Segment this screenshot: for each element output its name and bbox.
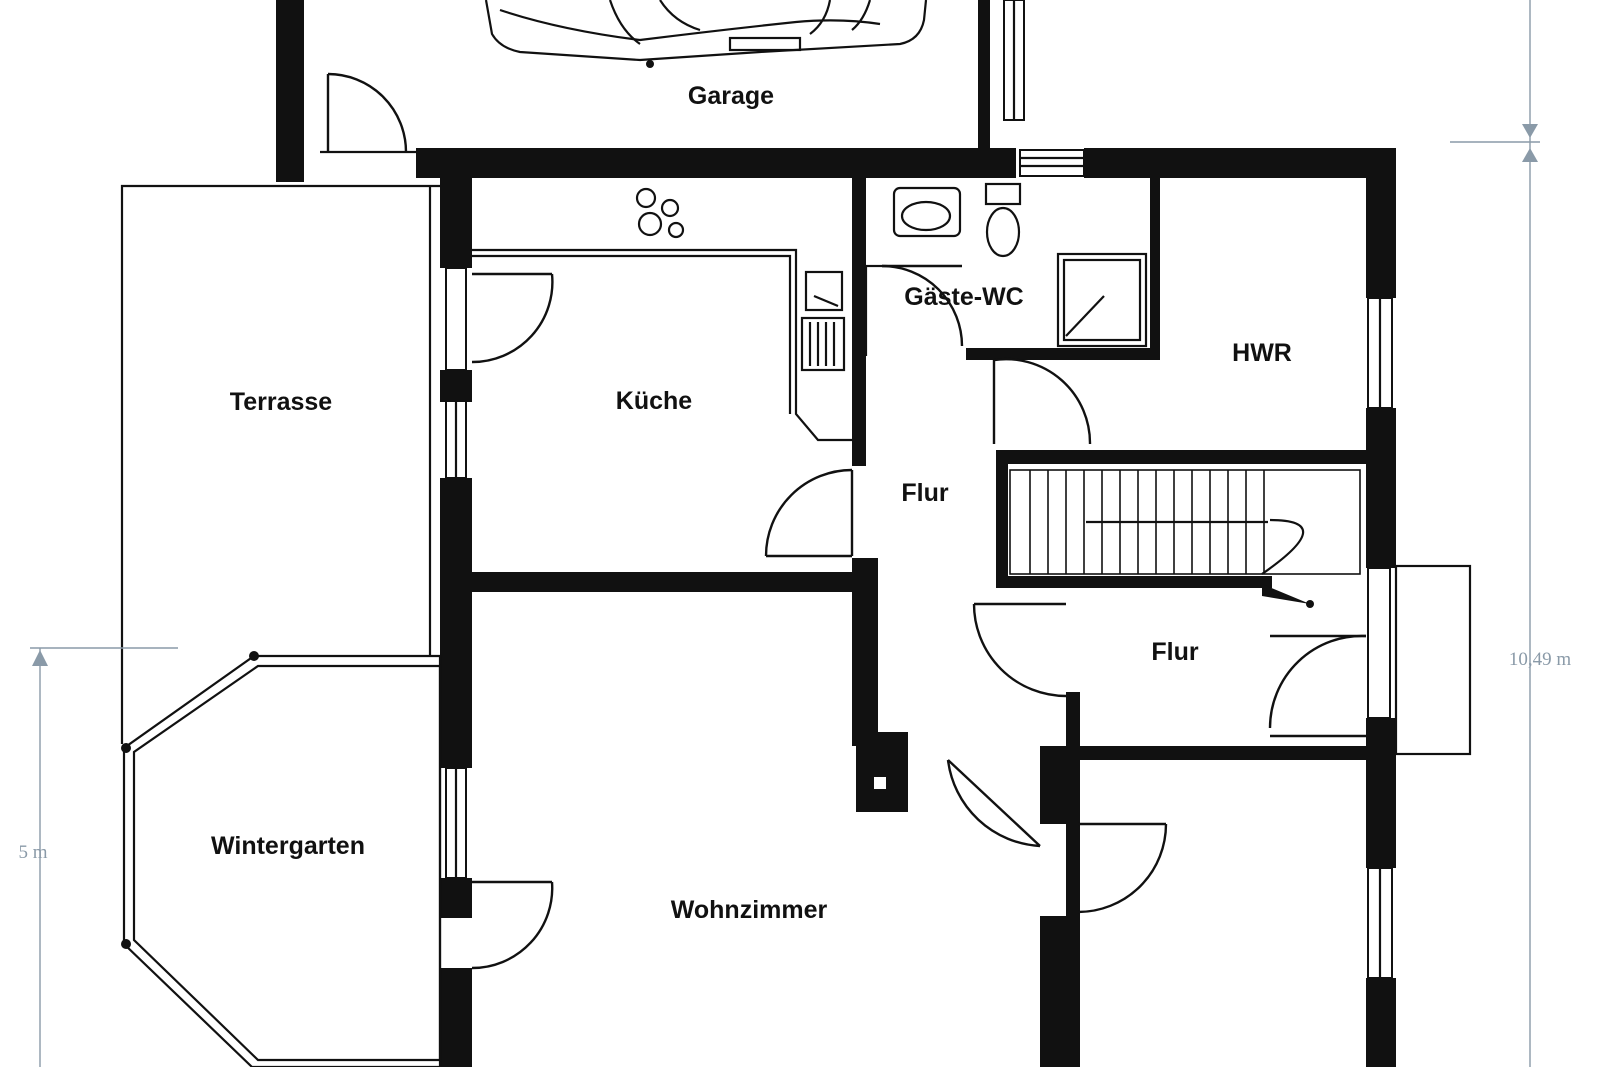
- stove-burner: [635, 187, 657, 209]
- label-gaeste-wc: Gäste-WC: [904, 283, 1023, 311]
- door-living: [946, 759, 1041, 848]
- kitchen-drainboard: [800, 316, 846, 372]
- garage-wall-left: [276, 0, 304, 182]
- label-flur-lower: Flur: [1151, 638, 1198, 666]
- door-hwr: [993, 357, 1092, 445]
- door-wintergarten: [471, 881, 554, 970]
- house-wall-left-3: [440, 478, 472, 768]
- label-flur-upper: Flur: [901, 479, 948, 507]
- house-wall-left-5: [440, 968, 472, 1067]
- wc-window: [1019, 149, 1085, 177]
- garage-wall-right: [978, 0, 990, 150]
- kitchen-sink: [804, 270, 844, 312]
- kitchen-counter: [472, 248, 852, 442]
- house-wall-right-3: [1366, 718, 1396, 868]
- terrace-outline: [120, 184, 440, 744]
- windows: [445, 0, 1393, 979]
- door-flur: [972, 603, 1067, 698]
- door-terrace: [471, 273, 554, 364]
- label-hwr: HWR: [1232, 339, 1292, 367]
- wall-wc-right: [1150, 178, 1160, 360]
- house-wall-left-2: [440, 370, 472, 402]
- wc-shower: [1056, 252, 1148, 348]
- label-garage: Garage: [688, 82, 774, 110]
- outlines: [120, 182, 1472, 1067]
- wall-room-right-left: [1066, 692, 1080, 1067]
- label-kueche: Küche: [616, 387, 693, 415]
- house-wall-top: [416, 148, 1016, 178]
- wc-toilet-tank: [984, 182, 1022, 206]
- car-icon: [484, 0, 928, 68]
- walls: [276, 0, 1396, 1067]
- house-wall-right-1: [1366, 148, 1396, 298]
- label-wohnzimmer: Wohnzimmer: [671, 896, 828, 924]
- house-wall-right-2: [1366, 408, 1396, 568]
- wall-stair-left: [996, 450, 1008, 582]
- door-garage: [327, 72, 408, 153]
- wall-room-right-lower: [1040, 916, 1066, 1067]
- wall-room-right-stub: [1040, 746, 1066, 824]
- staircase: [1009, 469, 1361, 608]
- wall-corridor-left-lower: [852, 558, 878, 746]
- wall-corridor-left-upper: [852, 178, 866, 466]
- house-wall-left-1: [440, 148, 472, 268]
- door-wc: [881, 264, 964, 347]
- door-kitchen: [764, 468, 853, 557]
- dimension-width-label: 10,49 m: [1509, 649, 1572, 670]
- wc-toilet: [985, 206, 1021, 258]
- label-wintergarten: Wintergarten: [211, 832, 365, 860]
- dimension-left-label: 5 m: [18, 842, 47, 863]
- wc-washbasin: [892, 186, 962, 238]
- label-terrasse: Terrasse: [230, 388, 332, 416]
- door-entrance: [1268, 634, 1367, 729]
- room-labels: Garage Terrasse Küche Gäste-WC HWR Flur …: [18, 82, 1571, 924]
- wall-wc-bottom: [966, 348, 1160, 360]
- entrance-porch: [1394, 564, 1472, 756]
- wall-stair-top: [996, 450, 1368, 464]
- entrance-frame: [1367, 567, 1391, 719]
- chimney-flue: [872, 775, 888, 791]
- house-wall-right-4: [1366, 978, 1396, 1067]
- wall-kitchen-living: [472, 572, 856, 592]
- terrace-door-frame: [445, 267, 467, 371]
- wall-flur-bottom: [1040, 746, 1380, 760]
- dimension-lines: [30, 0, 1540, 1067]
- door-room-right: [1077, 823, 1168, 914]
- wall-stair-bottom: [996, 576, 1272, 588]
- chimney: [856, 732, 908, 812]
- wintergarten-outline: [122, 654, 442, 1067]
- doors: [320, 72, 1367, 970]
- house-wall-left-4: [440, 878, 472, 918]
- wintergarten-inner: [132, 664, 442, 1062]
- house-wall-top-right: [1084, 148, 1396, 178]
